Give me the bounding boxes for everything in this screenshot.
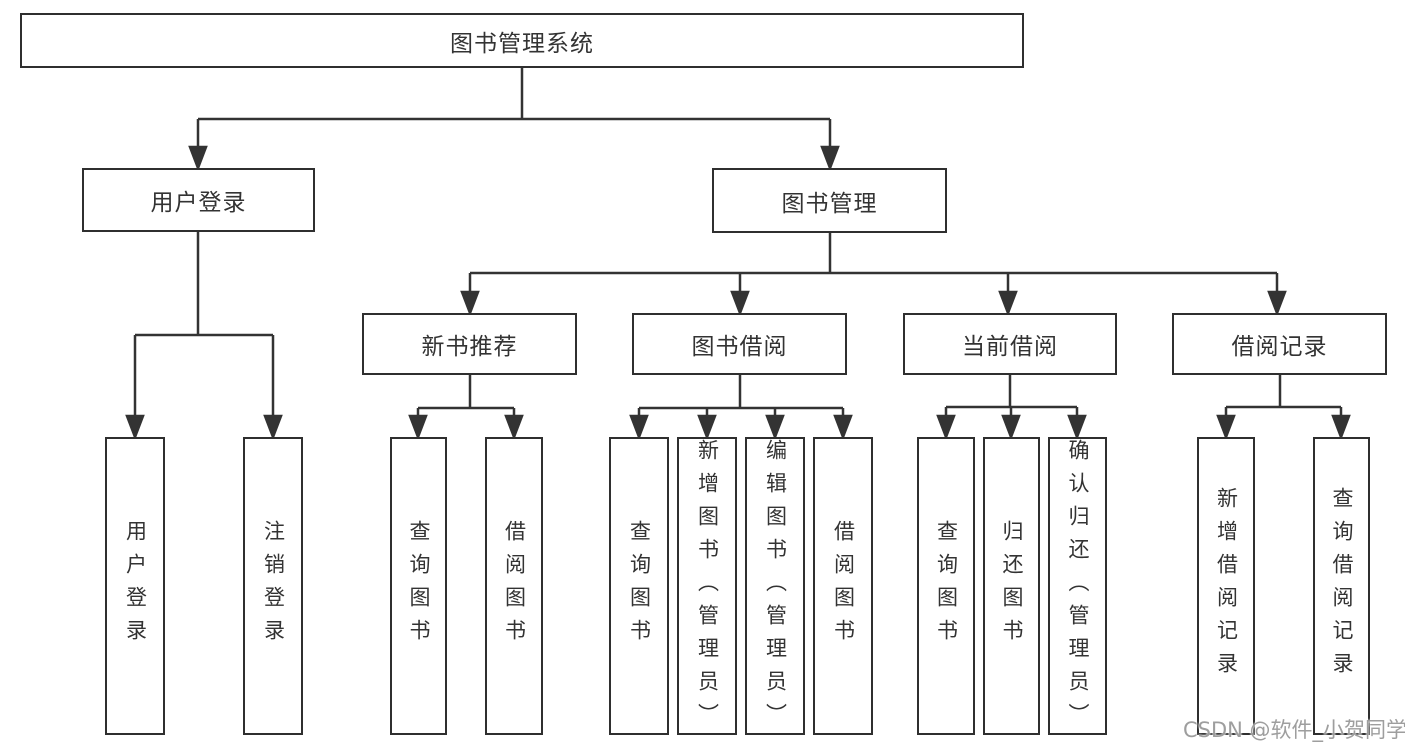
node-label: 借阅图书	[502, 520, 527, 652]
node-label: 当前借阅	[962, 334, 1058, 360]
node-current-borrow: 当前借阅	[903, 313, 1117, 375]
node-label: 查询图书	[407, 520, 431, 652]
leaf-borrow-books-borrow: 借阅图书	[813, 437, 873, 735]
node-new-book-recommend: 新书推荐	[362, 313, 577, 375]
leaf-add-borrow-record: 新增借阅记录	[1197, 437, 1255, 735]
node-borrow-records: 借阅记录	[1172, 313, 1387, 375]
node-label: 用户登录	[123, 520, 148, 652]
node-label: 图书管理系统	[450, 30, 594, 57]
connector-user-login-branch	[125, 232, 283, 441]
node-label: 新增借阅记录	[1214, 487, 1239, 685]
node-label: 图书借阅	[691, 334, 788, 360]
node-label: 新增图书（管理员）	[695, 439, 720, 736]
node-label: 查询图书	[627, 520, 652, 652]
connector-borrow-records-branch	[1216, 375, 1351, 441]
node-label: 确认归还（管理员）	[1066, 439, 1090, 736]
leaf-return-book: 归还图书	[983, 437, 1040, 735]
leaf-query-books-current: 查询图书	[917, 437, 975, 735]
node-book-borrow: 图书借阅	[632, 313, 847, 375]
node-label: 查询图书	[934, 520, 959, 652]
leaf-edit-book-admin: 编辑图书（管理员）	[745, 437, 805, 736]
leaf-confirm-return-admin: 确认归还（管理员）	[1048, 437, 1107, 736]
node-label: 用户登录	[150, 190, 247, 216]
node-book-management: 图书管理	[712, 168, 947, 233]
node-label: 新书推荐	[421, 334, 518, 360]
node-label: 借阅记录	[1231, 334, 1328, 360]
connector-book-borrow-branch	[629, 375, 853, 441]
watermark: CSDN @软件_小贺同学	[1183, 718, 1405, 742]
leaf-logout: 注销登录	[243, 437, 303, 735]
leaf-query-books-newbook: 查询图书	[390, 437, 447, 735]
node-label: 编辑图书（管理员）	[763, 439, 788, 736]
leaf-add-book-admin: 新增图书（管理员）	[677, 437, 737, 736]
connector-current-borrow-branch	[936, 375, 1087, 441]
node-user-login: 用户登录	[82, 168, 315, 232]
leaf-borrow-books-newbook: 借阅图书	[485, 437, 543, 735]
node-label: 图书管理	[781, 190, 878, 217]
connector-book-management-branch	[460, 233, 1287, 317]
leaf-query-borrow-record: 查询借阅记录	[1313, 437, 1370, 735]
node-label: 借阅图书	[831, 520, 856, 652]
connector-root-to-level2	[188, 68, 840, 172]
connector-new-book-branch	[408, 375, 524, 441]
leaf-user-login: 用户登录	[105, 437, 165, 735]
node-label: 归还图书	[1000, 520, 1024, 652]
leaf-query-books-borrow: 查询图书	[609, 437, 669, 735]
node-root: 图书管理系统	[20, 13, 1024, 68]
node-label: 注销登录	[261, 520, 286, 652]
node-label: 查询借阅记录	[1330, 487, 1354, 685]
